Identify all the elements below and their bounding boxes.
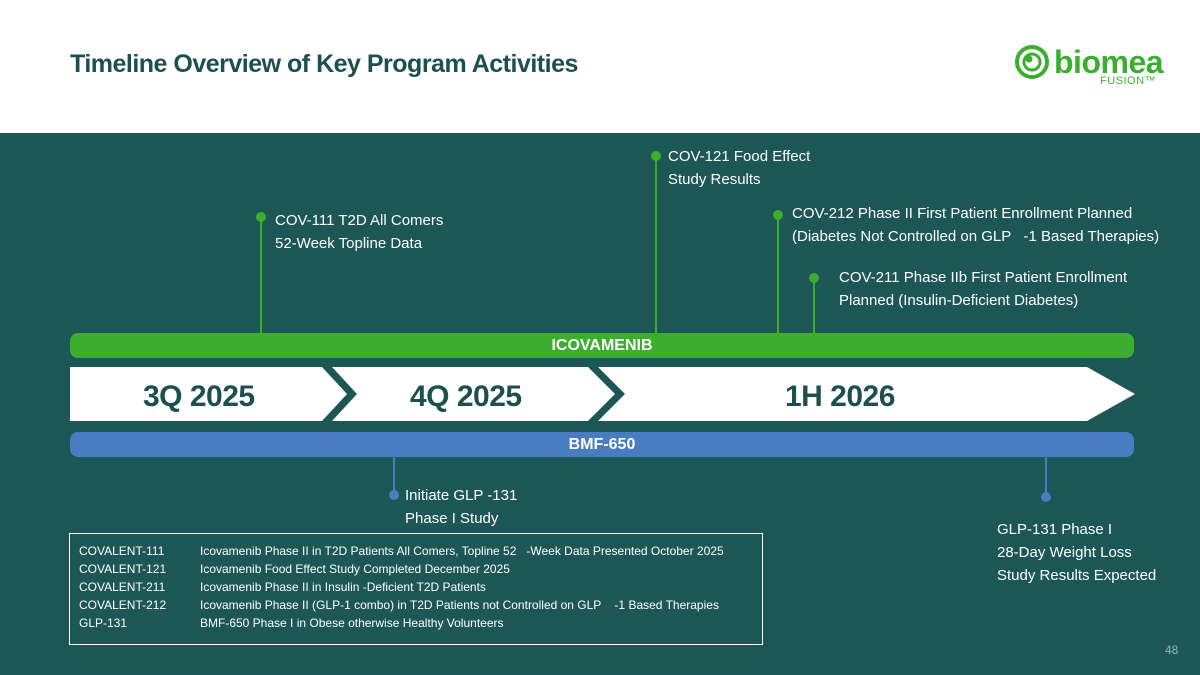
period-3q-2025: 3Q 2025: [143, 380, 255, 413]
annotation-cov111-line2: 52-Week Topline Data: [275, 235, 423, 252]
logo-wordmark: biomea: [1054, 44, 1164, 80]
legend-code: GLP-131: [79, 616, 128, 630]
annotation-glp131-initiate-line2: Phase I Study: [405, 510, 499, 527]
annotation-cov211: COV-211 Phase IIb First Patient Enrollme…: [839, 266, 1127, 312]
legend-row: COVALENT-111 Icovamenib Phase II in T2D …: [79, 542, 762, 560]
pin-line-cov111: [260, 218, 262, 334]
annotation-cov212-line2: (Diabetes Not Controlled on GLP -1 Based…: [792, 228, 1160, 245]
legend-row: COVALENT-121 Icovamenib Food Effect Stud…: [79, 560, 762, 578]
legend-desc: Icovamenib Phase II in Insulin -Deficien…: [200, 580, 486, 594]
legend-row: GLP-131 BMF-650 Phase I in Obese otherwi…: [79, 614, 762, 632]
legend-code: COVALENT-211: [79, 580, 166, 594]
annotation-cov212: COV-212 Phase II First Patient Enrollmen…: [792, 202, 1159, 248]
pin-line-glp131-results: [1045, 457, 1047, 497]
pin-dot-cov212: [773, 210, 783, 220]
annotation-cov121: COV-121 Food Effect Study Results: [668, 145, 810, 191]
legend-desc: Icovamenib Food Effect Study Completed D…: [200, 562, 510, 576]
pin-dot-cov121: [651, 151, 661, 161]
legend-code: COVALENT-212: [79, 598, 167, 612]
pin-dot-cov111: [256, 212, 266, 222]
legend-row: COVALENT-212 Icovamenib Phase II (GLP-1 …: [79, 596, 762, 614]
annotation-glp131-initiate-line1: Initiate GLP -131: [405, 487, 518, 504]
biomea-fusion-logo: biomea FUSION™: [1014, 44, 1174, 92]
pin-dot-glp131-results: [1041, 492, 1051, 502]
biomea-logo-icon: [1015, 45, 1049, 79]
pin-dot-cov211: [809, 273, 819, 283]
annotation-cov121-line1: COV-121 Food Effect: [668, 148, 811, 165]
period-arrow-3q2025: [70, 367, 347, 421]
annotation-cov211-line2: Planned (Insulin-Deficient Diabetes): [839, 292, 1079, 309]
pin-line-cov211: [813, 279, 815, 334]
annotation-cov211-line1: COV-211 Phase IIb First Patient Enrollme…: [839, 269, 1128, 286]
annotation-glp131-results: GLP-131 Phase I 28-Day Weight Loss Study…: [997, 518, 1156, 587]
legend-desc: Icovamenib Phase II (GLP-1 combo) in T2D…: [200, 598, 719, 612]
annotation-glp131-initiate: Initiate GLP -131 Phase I Study: [405, 484, 517, 530]
pin-line-cov212: [777, 216, 779, 334]
period-4q-2025: 4Q 2025: [410, 380, 522, 413]
legend-desc: BMF-650 Phase I in Obese otherwise Healt…: [200, 616, 504, 630]
legend-code: COVALENT-121: [79, 562, 167, 576]
page-title: Timeline Overview of Key Program Activit…: [70, 50, 578, 78]
pin-line-glp131-initiate: [393, 457, 395, 495]
bmf650-bar: BMF-650: [70, 432, 1134, 457]
annotation-cov111: COV-111 T2D All Comers 52-Week Topline D…: [275, 209, 443, 255]
annotation-glp131-results-line3: Study Results Expected: [997, 567, 1157, 584]
legend-row: COVALENT-211 Icovamenib Phase II in Insu…: [79, 578, 762, 596]
annotation-cov212-line1: COV-212 Phase II First Patient Enrollmen…: [792, 205, 1133, 222]
study-legend: COVALENT-111 Icovamenib Phase II in T2D …: [69, 533, 763, 645]
legend-code: COVALENT-111: [79, 544, 165, 558]
annotation-glp131-results-line1: GLP-131 Phase I: [997, 521, 1113, 538]
period-arrow-1h2026: [598, 367, 1135, 421]
legend-desc: Icovamenib Phase II in T2D Patients All …: [200, 544, 724, 558]
pin-dot-glp131-initiate: [389, 490, 399, 500]
annotation-cov111-line1: COV-111 T2D All Comers: [275, 212, 444, 229]
period-1h-2026: 1H 2026: [785, 380, 895, 413]
icovamenib-bar: ICOVAMENIB: [70, 333, 1134, 358]
logo-subtitle: FUSION™: [1100, 75, 1157, 87]
pin-line-cov121: [655, 157, 657, 334]
annotation-cov121-line2: Study Results: [668, 171, 761, 188]
period-arrow-4q2025: [332, 367, 615, 421]
period-arrows: [70, 367, 1135, 421]
page-number: 48: [1165, 643, 1179, 657]
annotation-glp131-results-line2: 28-Day Weight Loss: [997, 544, 1132, 561]
